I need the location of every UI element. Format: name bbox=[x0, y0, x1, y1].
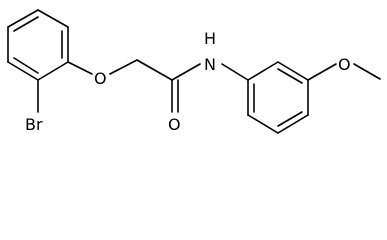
aryl-o-bond bbox=[67, 61, 93, 75]
ch2-carbonyl-bond bbox=[136, 59, 173, 81]
n-aryl-bond bbox=[221, 63, 249, 81]
carbonyl-oxygen-label: O bbox=[168, 115, 181, 134]
ether-oxygen-label: O bbox=[94, 69, 107, 88]
o-methyl-bond bbox=[353, 63, 381, 80]
chemical-structure: Br O O H N O bbox=[7, 9, 381, 134]
amide-hydrogen-label: H bbox=[204, 29, 216, 48]
bromophenyl-ring bbox=[7, 9, 69, 81]
bromine-label: Br bbox=[25, 115, 43, 134]
c-n-bond bbox=[171, 63, 201, 81]
amide-nitrogen-label: N bbox=[204, 55, 216, 74]
o-ch2-bond bbox=[109, 59, 138, 75]
methoxy-oxygen-label: O bbox=[338, 55, 351, 74]
methoxyphenyl-ring bbox=[247, 61, 309, 134]
aryl-ome-bond bbox=[307, 63, 337, 81]
